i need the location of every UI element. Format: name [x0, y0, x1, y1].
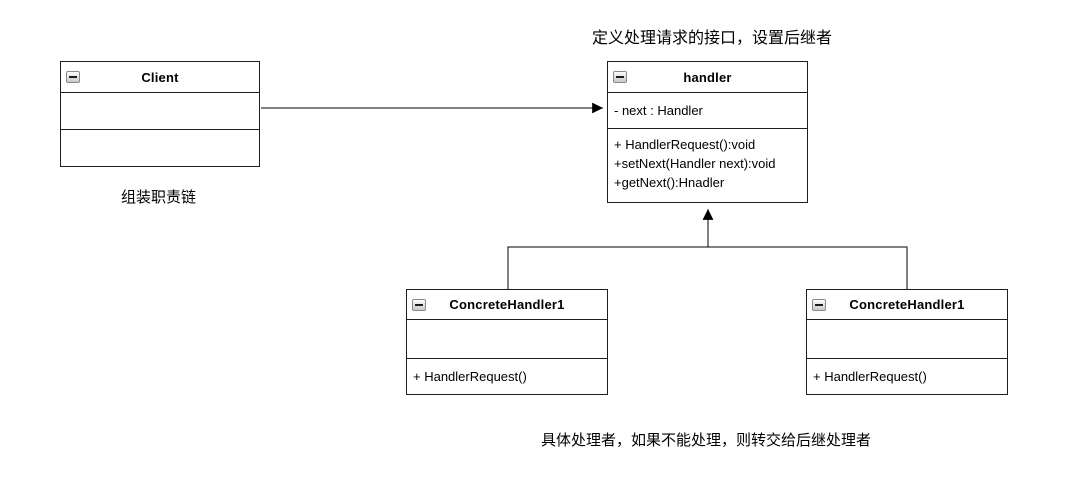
annotation-handler-note: 定义处理请求的接口，设置后继者	[592, 30, 833, 47]
collapse-minus-icon[interactable]	[812, 298, 826, 311]
collapse-minus-icon[interactable]	[412, 298, 426, 311]
class-box-concrete-handler-left[interactable]: ConcreteHandler1 + HandlerRequest()	[406, 289, 608, 395]
class-title: Client	[141, 69, 179, 85]
methods-compartment: + HandlerRequest()	[407, 358, 607, 394]
class-box-client[interactable]: Client	[60, 61, 260, 167]
collapse-minus-icon[interactable]	[66, 71, 80, 83]
attributes-compartment	[61, 92, 259, 129]
methods-compartment: + HandlerRequest()	[807, 358, 1007, 394]
inheritance-bus-line	[507, 246, 908, 289]
class-title: ConcreteHandler1	[849, 297, 965, 312]
attribute-line: - next : Handler	[614, 103, 703, 118]
attributes-compartment	[407, 319, 607, 358]
method-line: +getNext():Hnadler	[614, 175, 725, 190]
class-title: handler	[683, 69, 732, 85]
methods-compartment	[61, 129, 259, 166]
class-header: handler	[608, 62, 807, 92]
attributes-compartment	[807, 319, 1007, 358]
class-box-handler[interactable]: handler - next : Handler + HandlerReques…	[607, 61, 808, 203]
attributes-compartment: - next : Handler	[608, 92, 807, 128]
class-title: ConcreteHandler1	[449, 297, 565, 312]
class-box-concrete-handler-right[interactable]: ConcreteHandler1 + HandlerRequest()	[806, 289, 1008, 395]
method-line: +setNext(Handler next):void	[614, 156, 776, 171]
annotation-client-note: 组装职责链	[121, 189, 197, 206]
method-line: + HandlerRequest()	[813, 369, 927, 384]
collapse-minus-icon[interactable]	[613, 71, 627, 83]
method-line: + HandlerRequest():void	[614, 137, 756, 152]
annotation-concrete-note: 具体处理者，如果不能处理，则转交给后继处理者	[541, 432, 872, 449]
method-line: + HandlerRequest()	[413, 369, 527, 384]
class-header: ConcreteHandler1	[807, 290, 1007, 319]
methods-compartment: + HandlerRequest():void +setNext(Handler…	[608, 128, 807, 202]
class-header: ConcreteHandler1	[407, 290, 607, 319]
class-header: Client	[61, 62, 259, 92]
